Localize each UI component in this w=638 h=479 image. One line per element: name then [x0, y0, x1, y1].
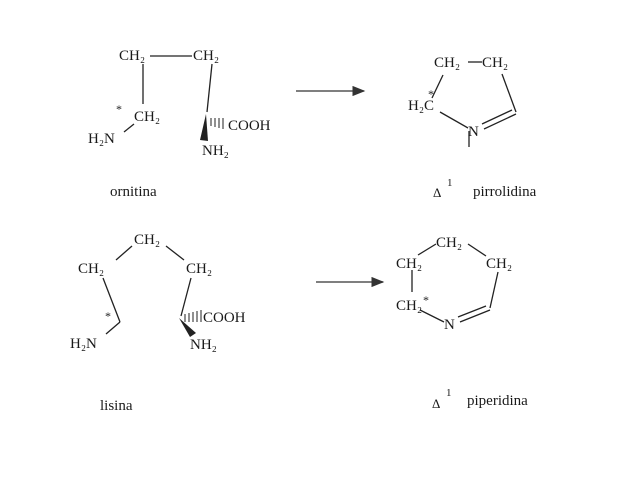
atom-label: CH₂: [78, 261, 104, 277]
atom-label: CH₂: [434, 55, 460, 71]
atom-label: CH₂: [134, 232, 160, 248]
bond: [102, 277, 121, 323]
bond: [165, 245, 185, 261]
atom-label: H₂C: [408, 98, 434, 114]
compound-name: pirrolidina: [473, 184, 537, 200]
atom-label: CH₂: [396, 256, 422, 272]
atom-label: CH₂: [486, 256, 512, 272]
bond: [459, 309, 491, 323]
bond: [105, 321, 121, 335]
atom-label: COOH: [203, 310, 246, 326]
bond: [489, 271, 499, 309]
bond: [123, 123, 135, 133]
hash-bond: [210, 118, 224, 129]
compound-name: lisina: [100, 398, 133, 414]
atom-label: NH₂: [202, 143, 229, 159]
atom-label: N: [444, 317, 455, 333]
delta-superscript: 1: [447, 177, 453, 189]
chiral-marker: *: [116, 102, 122, 116]
compound-name: piperidina: [467, 393, 528, 409]
atom-label: N: [468, 124, 479, 140]
bond: [419, 309, 445, 323]
atom-label: CH₂: [436, 235, 462, 251]
wedge-bond: [200, 114, 208, 141]
piperideine-structure: CH₂ CH₂ CH₂ CH₂ * N Δ 1 piperidina: [396, 235, 528, 411]
delta-symbol: Δ: [432, 396, 440, 411]
atom-label: CH₂: [119, 48, 145, 64]
bond: [206, 63, 213, 113]
chiral-marker: *: [105, 309, 111, 323]
bond: [501, 73, 517, 113]
pyrroline-structure: CH₂ CH₂ H₂C * N Δ 1 pirrolidina: [408, 55, 537, 200]
bond: [115, 245, 133, 261]
atom-label: H₂N: [88, 131, 115, 147]
bond: [483, 113, 517, 130]
hash-bond: [184, 310, 202, 322]
atom-label: CH₂: [396, 298, 422, 314]
chiral-marker: *: [428, 87, 434, 101]
ornithine-structure: CH₂ CH₂ * CH₂ H₂N COOH NH₂ ornitina: [88, 48, 271, 200]
chiral-marker: *: [423, 293, 429, 307]
atom-label: COOH: [228, 118, 271, 134]
bond: [439, 111, 469, 129]
bond: [431, 74, 444, 99]
compound-name: ornitina: [110, 184, 157, 200]
bond: [457, 305, 487, 318]
wedge-bond: [179, 318, 196, 337]
delta-symbol: Δ: [433, 185, 441, 200]
lysine-structure: CH₂ CH₂ CH₂ * H₂N COOH NH₂ lisina: [70, 232, 246, 414]
atom-label: NH₂: [190, 337, 217, 353]
atom-label: CH₂: [482, 55, 508, 71]
bond: [481, 109, 513, 125]
bond: [417, 243, 437, 256]
delta-superscript: 1: [446, 387, 452, 399]
bond: [180, 277, 192, 317]
atom-label: CH₂: [134, 109, 160, 125]
atom-label: CH₂: [186, 261, 212, 277]
bond: [467, 243, 487, 257]
atom-label: CH₂: [193, 48, 219, 64]
atom-label: H₂N: [70, 336, 97, 352]
